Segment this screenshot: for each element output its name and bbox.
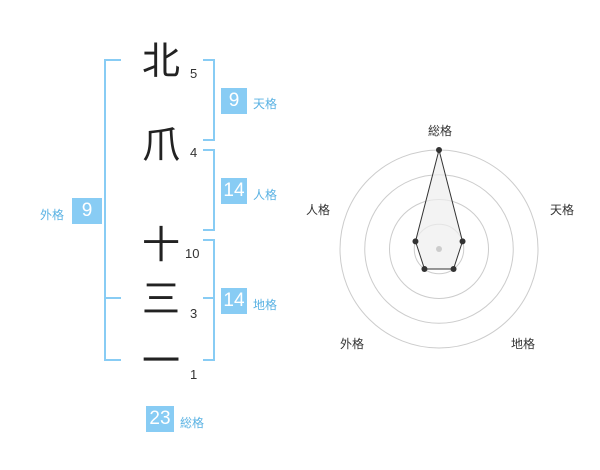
jinkaku-label: 人格 <box>253 188 278 202</box>
chikaku-bracket <box>203 239 215 361</box>
radar-point-3 <box>421 266 428 273</box>
radar-axis-gaikaku: 外格 <box>340 337 365 351</box>
radar-axis-soukaku: 総格 <box>428 124 453 138</box>
radar-center-dot <box>436 246 442 252</box>
soukaku-value: 23 <box>146 406 174 432</box>
radar-dots <box>412 147 466 273</box>
tenkaku-bracket <box>203 59 215 141</box>
name-char-3: 十 <box>141 223 180 267</box>
radar-axis-chikaku: 地格 <box>511 337 536 351</box>
radar-point-4 <box>412 238 419 245</box>
gaikaku-bracket <box>104 59 121 361</box>
stroke-count-3: 10 <box>185 246 200 261</box>
stroke-count-1: 5 <box>190 66 198 81</box>
radar-point-0 <box>436 147 442 153</box>
stroke-count-2: 4 <box>190 145 198 160</box>
jinkaku-bracket <box>203 149 215 231</box>
radar-point-1 <box>459 238 466 245</box>
radar-axis-jinkaku: 人格 <box>306 203 331 217</box>
jinkaku-value: 14 <box>221 178 247 204</box>
radar-point-2 <box>450 266 457 273</box>
tenkaku-value: 9 <box>221 88 247 114</box>
tenkaku-label: 天格 <box>253 97 278 111</box>
chikaku-label: 地格 <box>253 298 278 312</box>
name-char-4: 三 <box>141 277 180 321</box>
name-char-1: 北 <box>141 39 180 83</box>
name-char-5: 一 <box>141 339 180 383</box>
chikaku-value: 14 <box>221 288 247 314</box>
radar-area <box>414 149 464 270</box>
gaikaku-value: 9 <box>72 198 102 224</box>
gaikaku-label: 外格 <box>40 208 65 222</box>
soukaku-label: 総格 <box>180 416 205 430</box>
stroke-count-4: 3 <box>190 306 198 321</box>
name-char-2: 爪 <box>141 123 180 167</box>
radar-axis-tenkaku: 天格 <box>550 203 575 217</box>
stroke-count-5: 1 <box>190 367 198 382</box>
